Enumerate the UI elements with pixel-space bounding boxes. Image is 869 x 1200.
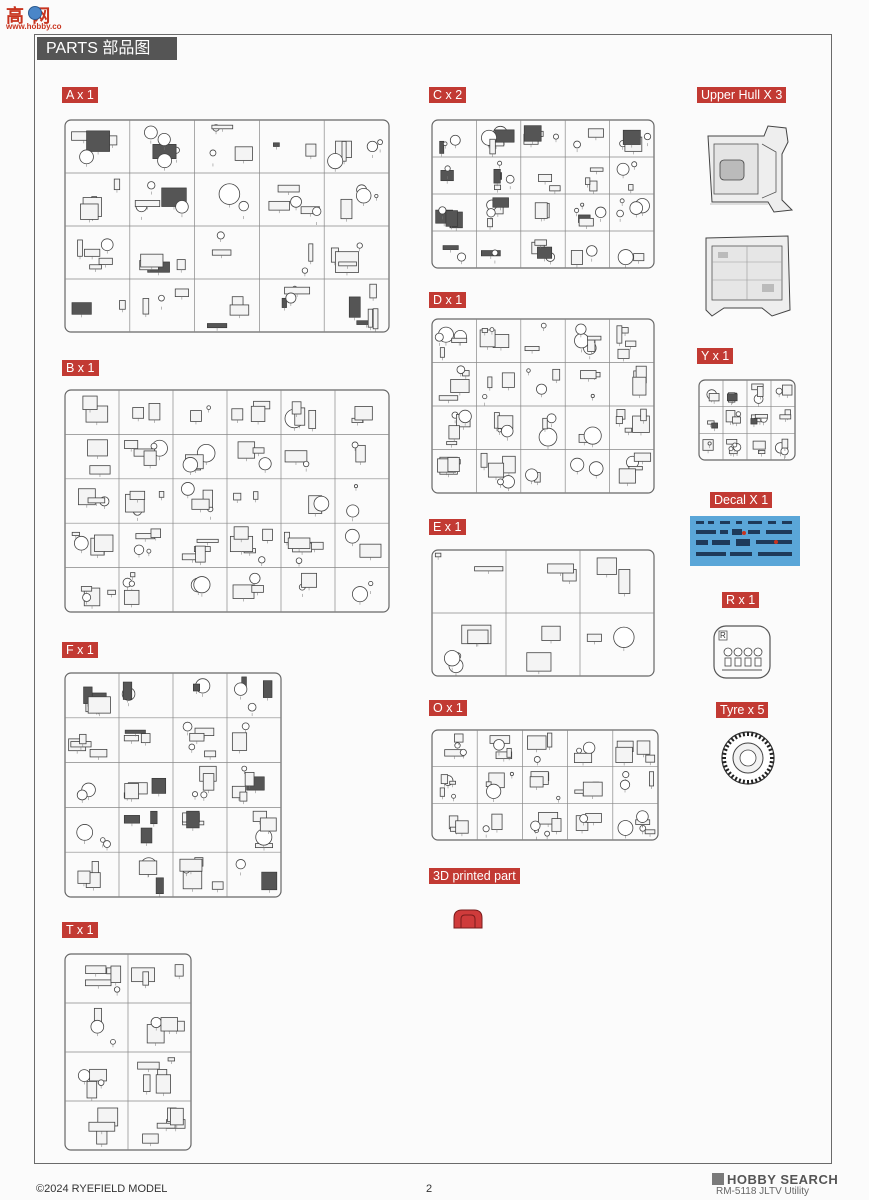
sprue-y-diagram <box>697 378 797 462</box>
label-sprue-b: B x 1 <box>62 360 99 376</box>
label-sprue-a: A x 1 <box>62 87 98 103</box>
sprue-c-diagram <box>430 118 656 270</box>
label-sprue-d: D x 1 <box>429 292 467 308</box>
hobbysearch-watermark: HOBBY SEARCH <box>712 1172 838 1187</box>
label-decal: Decal X 1 <box>710 492 773 508</box>
label-sprue-c: C x 2 <box>429 87 467 103</box>
hobbysearch-text: HOBBY SEARCH <box>727 1172 839 1187</box>
label-tyre: Tyre x 5 <box>716 702 769 718</box>
sprue-e-diagram <box>430 548 656 678</box>
printed-part-shape <box>452 908 484 930</box>
upper-hull-top-view <box>704 122 794 216</box>
label-sprue-e: E x 1 <box>429 519 466 535</box>
footer-page-number: 2 <box>426 1183 433 1195</box>
label-upper-hull: Upper Hull X 3 <box>697 87 787 103</box>
label-sprue-o: O x 1 <box>429 700 467 716</box>
label-sprue-f: F x 1 <box>62 642 98 658</box>
sprue-d-diagram <box>430 317 656 495</box>
page-frame <box>34 34 832 1164</box>
tyre-part <box>720 730 776 786</box>
globe-icon <box>28 6 42 20</box>
sprue-a-diagram <box>63 118 391 334</box>
sprue-r-diagram: R <box>712 624 772 680</box>
label-sprue-r: R x 1 <box>722 592 760 608</box>
sprue-o-diagram <box>430 728 660 842</box>
sprue-r-letter: R <box>720 631 726 640</box>
sprue-b-diagram <box>63 388 391 614</box>
label-sprue-t: T x 1 <box>62 922 98 938</box>
sprue-f-diagram <box>63 671 283 899</box>
sprue-t-diagram <box>63 952 193 1152</box>
decal-sheet <box>690 516 800 566</box>
label-3d-printed: 3D printed part <box>429 868 520 884</box>
label-sprue-y: Y x 1 <box>697 348 734 364</box>
watermark-url: www.hobby.co <box>6 22 62 31</box>
upper-hull-bottom-view <box>702 232 794 320</box>
hobbysearch-logo-icon <box>712 1173 724 1185</box>
watermark: 高 网 www.hobby.co <box>0 0 80 32</box>
footer-product: RM-5118 JLTV Utility <box>716 1186 809 1197</box>
page-title: PARTS 部品图 <box>37 37 177 60</box>
footer-copyright: ©2024 RYEFIELD MODEL <box>36 1183 168 1195</box>
